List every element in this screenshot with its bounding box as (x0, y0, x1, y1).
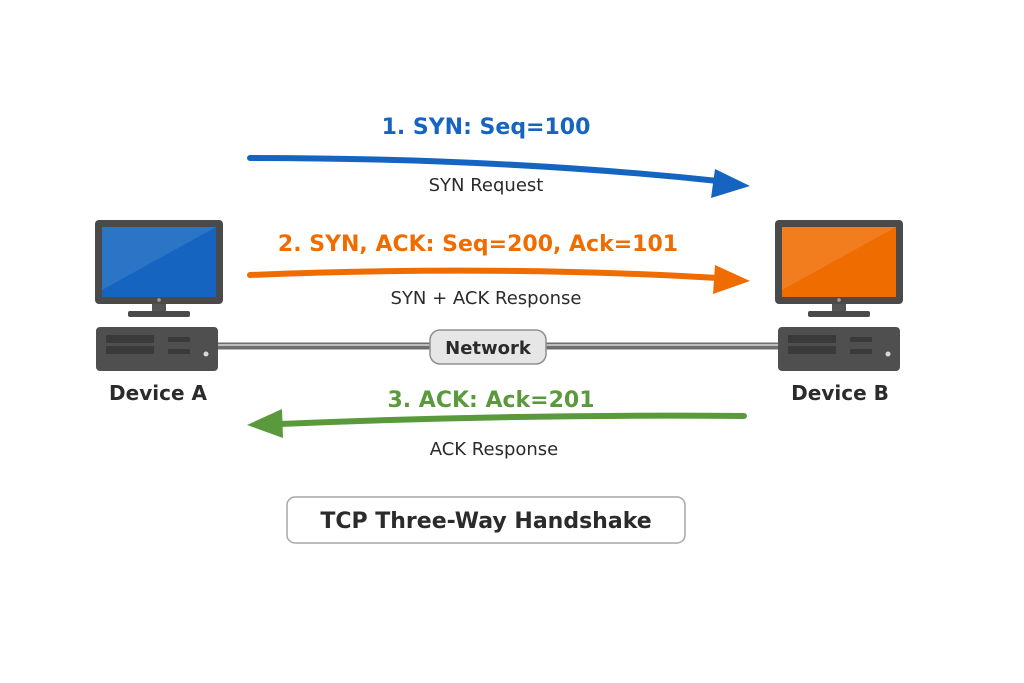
step-2-syn-ack: 2. SYN, ACK: Seq=200, Ack=101 SYN + ACK … (247, 232, 750, 309)
monitor-a (95, 220, 223, 317)
step-3-ack: 3. ACK: Ack=201 ACK Response (247, 388, 747, 460)
device-a-label: Device A (109, 381, 207, 405)
tower-b (778, 327, 900, 371)
network-badge: Network (429, 329, 547, 365)
device-a: Device A (95, 220, 223, 405)
step-2-label: 2. SYN, ACK: Seq=200, Ack=101 (278, 232, 678, 257)
step-1-label: 1. SYN: Seq=100 (382, 115, 591, 140)
device-b: Device B (775, 220, 903, 405)
monitor-a-screen (102, 227, 216, 297)
network-label: Network (445, 338, 532, 359)
title-box: TCP Three-Way Handshake (286, 496, 686, 544)
device-b-label: Device B (791, 381, 889, 405)
step-3-label: 3. ACK: Ack=201 (387, 388, 594, 413)
step-3-arrowhead (247, 409, 283, 438)
step-3-arrow (277, 412, 747, 427)
diagram-title: TCP Three-Way Handshake (320, 509, 651, 534)
step-2-arrow (247, 267, 721, 281)
monitor-b (775, 220, 903, 317)
step-1-arrow (247, 155, 721, 184)
tower-a (96, 327, 218, 371)
step-2-sub-label: SYN + ACK Response (391, 288, 582, 309)
step-3-sub-label: ACK Response (430, 439, 559, 460)
step-1-sub-label: SYN Request (429, 175, 544, 196)
step-1-arrowhead (711, 169, 750, 198)
step-1-syn: 1. SYN: Seq=100 SYN Request (247, 115, 750, 198)
monitor-b-screen (782, 227, 896, 297)
step-2-arrowhead (713, 265, 750, 294)
